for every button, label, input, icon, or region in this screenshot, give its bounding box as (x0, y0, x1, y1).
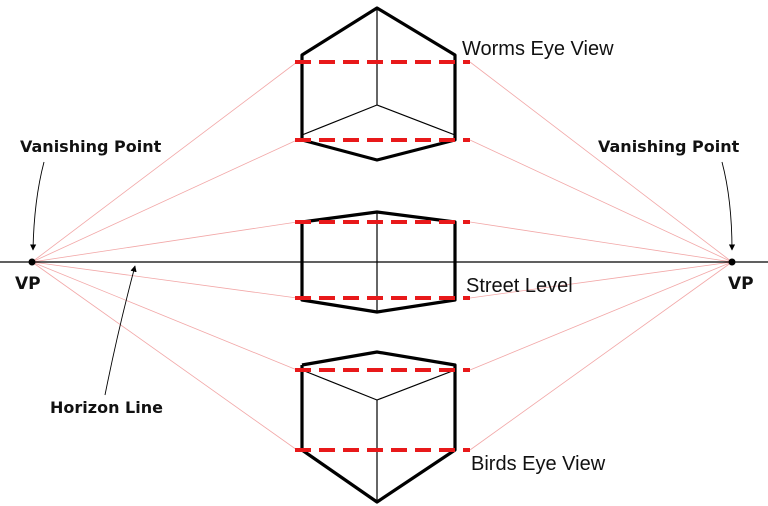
street-level-box (295, 210, 470, 314)
vanishing-point-right-label: Vanishing Point (598, 137, 740, 156)
vanishing-point-left-dot (28, 258, 36, 266)
vanishing-point-left-label: Vanishing Point (20, 137, 162, 156)
worms-eye-view-label: Worms Eye View (462, 38, 614, 60)
vanishing-point-left-arrow (29, 161, 45, 251)
worms-eye-box (295, 6, 470, 162)
horizon-line-arrow (104, 265, 137, 396)
birds-eye-box (295, 350, 470, 504)
vp-left-label: VP (15, 274, 41, 294)
vanishing-point-right-dot (728, 258, 736, 266)
vp-right-label: VP (728, 274, 754, 294)
horizon-line-label: Horizon Line (50, 398, 163, 417)
birds-eye-view-label: Birds Eye View (471, 453, 606, 475)
perspective-guide-lines (31, 61, 733, 451)
vanishing-point-right-arrow (721, 161, 736, 251)
street-level-label: Street Level (466, 275, 573, 297)
